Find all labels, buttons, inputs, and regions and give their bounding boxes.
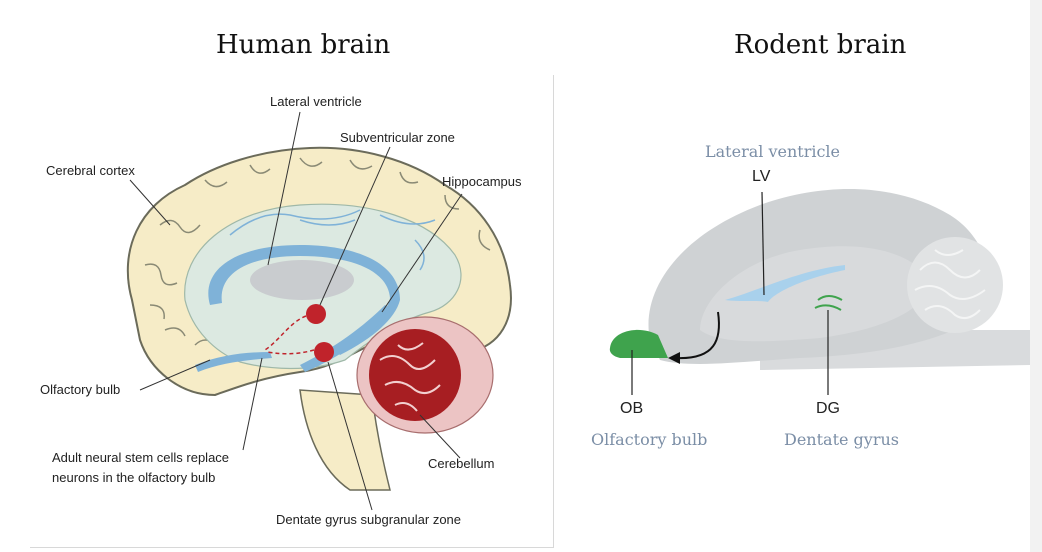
cerebellum-inner: [369, 329, 461, 421]
label-adult-stem-cells-line2: neurons in the olfactory bulb: [52, 470, 216, 485]
rodent-label-lateral-ventricle: Lateral ventricle: [705, 142, 841, 161]
sgz-stem-cell: [314, 342, 334, 362]
human-leader-lines: [129, 111, 463, 511]
gyri-lines: [144, 157, 491, 346]
rodent-brain-title: Rodent brain: [734, 30, 907, 60]
label-lateral-ventricle: Lateral ventricle: [270, 94, 362, 109]
rostral-migratory-arrow: [674, 311, 720, 360]
human-brain-title: Human brain: [216, 30, 391, 60]
migration-path-2: [267, 349, 315, 355]
label-subventricular-zone: Subventricular zone: [340, 130, 455, 145]
label-olfactory-bulb: Olfactory bulb: [40, 382, 121, 397]
label-adult-stem-cells-line1: Adult neural stem cells replace: [52, 450, 230, 465]
rodent-dentate-gyrus: [814, 295, 843, 311]
svz-stem-cell: [306, 304, 326, 324]
arrow-head: [668, 352, 680, 364]
label-cerebral-cortex: Cerebral cortex: [46, 163, 135, 178]
label-cerebellum: Cerebellum: [428, 456, 495, 471]
rodent-cerebellum: [907, 237, 1003, 333]
human-brain-illustration: [126, 111, 512, 511]
olfactory-tract: [195, 352, 272, 372]
lateral-ventricle-interior: [250, 260, 354, 300]
rodent-lateral-ventricle: [725, 265, 845, 302]
rodent-cerebellum-folia: [914, 249, 986, 320]
label-hippocampus: Hippocampus: [442, 174, 522, 189]
rodent-brain-illustration: [609, 188, 1030, 395]
rodent-label-dg: DG: [816, 400, 840, 417]
rodent-olfactory-bulb: [609, 329, 668, 358]
rodent-label-olfactory-bulb: Olfactory bulb: [591, 430, 708, 449]
rodent-label-lv: LV: [752, 168, 771, 185]
right-edge-strip: [1030, 0, 1042, 552]
blue-vessels: [229, 209, 436, 271]
rodent-leader-lines: [631, 191, 829, 395]
label-dentate-gyrus-sgz: Dentate gyrus subgranular zone: [276, 512, 462, 527]
label-adult-stem-cells: Adult neural stem cells replace neurons …: [52, 448, 229, 488]
rodent-label-ob: OB: [620, 400, 644, 417]
human-panel-border: [30, 75, 554, 548]
rodent-label-dentate-gyrus: Dentate gyrus: [784, 430, 899, 449]
rodent-inner: [700, 246, 930, 342]
cerebellum-folia: [379, 342, 441, 412]
